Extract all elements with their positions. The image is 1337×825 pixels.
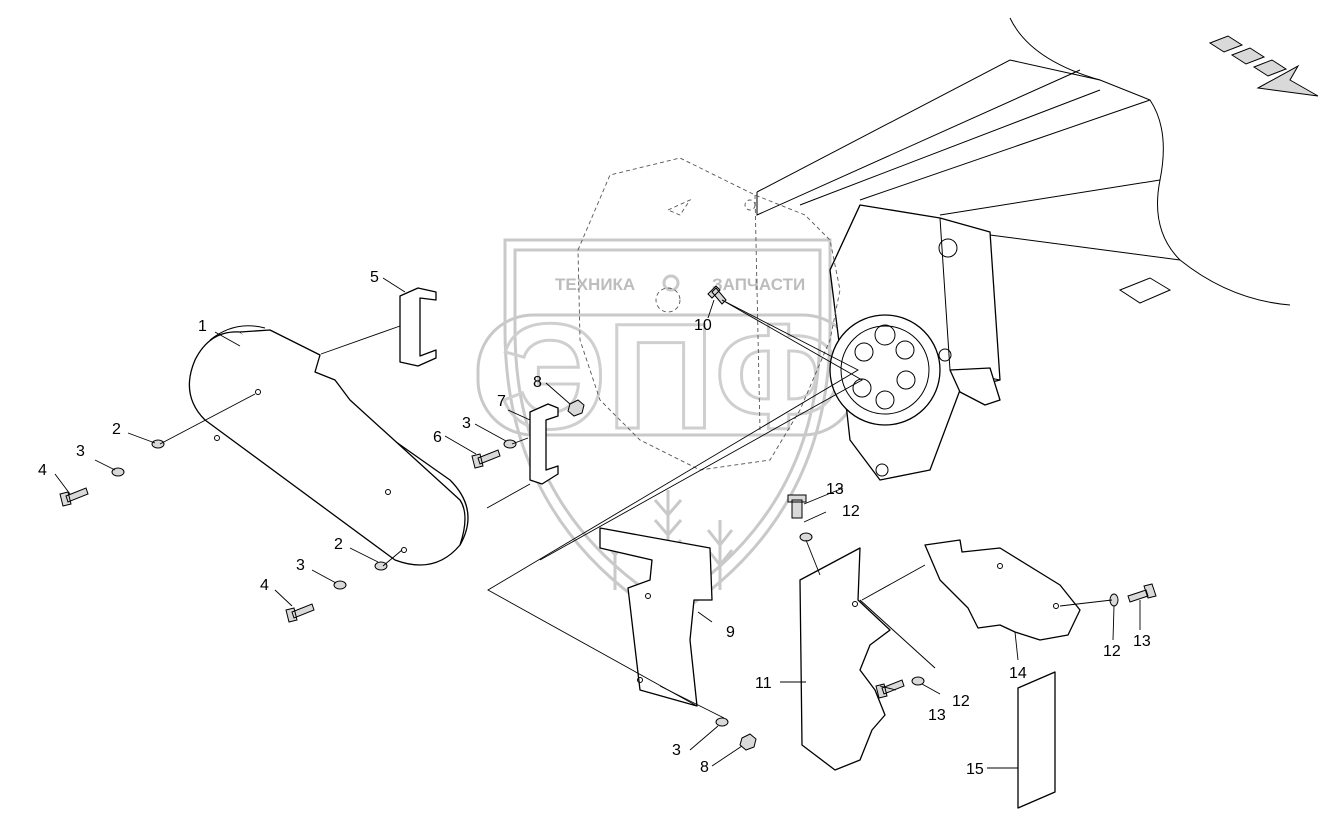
- c-bracket-part-7: [529, 403, 559, 485]
- callout-labels: 1 2 2 3 3 3 3 4 4 5 6 7 8 8 9 10 11 12 1…: [38, 269, 1151, 778]
- callout-13: 13: [1133, 633, 1151, 650]
- callout-8: 8: [700, 759, 709, 776]
- callout-12: 12: [952, 693, 970, 710]
- mounting-plate-outline: [577, 157, 841, 471]
- assembly-lines: [159, 299, 1113, 719]
- lockwasher-3-b: [333, 580, 347, 590]
- bolt-4-a: [59, 487, 89, 507]
- callout-leaders: [54, 277, 1141, 769]
- callout-7: 7: [497, 393, 506, 410]
- watermark-letters: ЭПФ: [500, 292, 843, 460]
- callout-6: 6: [433, 429, 442, 446]
- callout-4: 4: [38, 462, 47, 479]
- lockwasher-3-d: [715, 717, 729, 727]
- callout-2: 2: [334, 536, 343, 553]
- bolt-13-b: [875, 679, 905, 699]
- washer-12-a: [799, 532, 813, 542]
- callout-13: 13: [928, 707, 946, 724]
- shield-plate-part-11: [799, 547, 936, 771]
- bolt-10: [707, 285, 727, 305]
- belt-cover-part-1: [188, 325, 469, 566]
- callout-9: 9: [726, 624, 735, 641]
- callout-15: 15: [966, 761, 984, 778]
- callout-14: 14: [1009, 665, 1027, 682]
- bolt-13-c: [1127, 583, 1157, 603]
- gear-icon: [662, 274, 680, 292]
- callout-10: 10: [694, 317, 712, 334]
- washer-2-a: [151, 439, 165, 449]
- callout-11: 11: [755, 675, 772, 692]
- direction-arrow-icon: [1208, 35, 1319, 97]
- nut-8-a: [567, 399, 585, 417]
- plate-part-15: [1017, 671, 1056, 809]
- c-bracket-part-5: [399, 287, 437, 367]
- washer-12-b: [911, 676, 925, 686]
- bolt-4-b: [285, 603, 315, 623]
- hardware: [59, 285, 1157, 751]
- callout-12: 12: [842, 503, 860, 520]
- callout-3: 3: [672, 742, 681, 759]
- callout-4: 4: [260, 577, 269, 594]
- bolt-6: [471, 449, 501, 469]
- callout-2: 2: [112, 421, 121, 438]
- callout-8: 8: [533, 374, 542, 391]
- callout-13: 13: [826, 481, 844, 498]
- washer-2-b: [374, 561, 388, 571]
- cover-part-14: [924, 539, 1081, 641]
- watermark-text-left: ТЕХНИКА: [555, 275, 635, 294]
- machine-body: [756, 17, 1291, 481]
- bolt-13-a: [787, 494, 807, 519]
- callout-12: 12: [1103, 643, 1121, 660]
- callout-3: 3: [462, 415, 471, 432]
- callout-3: 3: [76, 443, 85, 460]
- callout-1: 1: [198, 318, 207, 335]
- callout-3: 3: [296, 557, 305, 574]
- watermark-text-right: ЗАПЧАСТИ: [712, 275, 805, 294]
- callout-5: 5: [370, 269, 379, 286]
- lockwasher-3-c: [503, 439, 517, 449]
- nut-8-b: [739, 733, 757, 751]
- bracket-plate-part-9: [599, 527, 713, 707]
